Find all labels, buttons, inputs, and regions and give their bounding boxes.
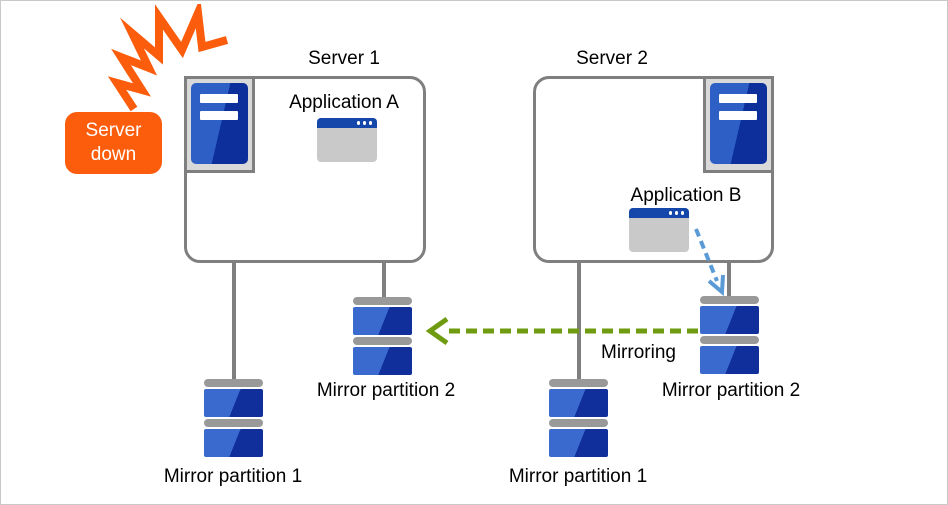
disk-cap bbox=[353, 337, 412, 345]
server1-tower-icon bbox=[184, 76, 255, 173]
disk-block bbox=[700, 306, 759, 334]
server-down-line2: down bbox=[90, 144, 137, 165]
tower-slot-bar bbox=[200, 94, 238, 103]
application-a-label: Application A bbox=[289, 92, 399, 113]
server2-mirror-partition1-label: Mirror partition 1 bbox=[508, 466, 648, 487]
disk-cap bbox=[549, 379, 608, 387]
disk-cap bbox=[353, 297, 412, 305]
disk-cap bbox=[204, 419, 263, 427]
disk-cap bbox=[204, 379, 263, 387]
disk-block bbox=[549, 389, 608, 417]
window-dot-icon bbox=[356, 121, 360, 125]
tower-slot-bar bbox=[719, 111, 757, 120]
server1-title: Server 1 bbox=[308, 48, 380, 69]
application-b-label: Application B bbox=[630, 185, 742, 206]
disk-block bbox=[549, 429, 608, 457]
app-write-arrowhead-icon bbox=[707, 274, 725, 297]
tower-slot-bar bbox=[719, 94, 757, 103]
disk-block bbox=[353, 347, 412, 375]
server1-mirror-partition2-icon bbox=[353, 297, 412, 377]
window-dot-icon bbox=[674, 211, 678, 215]
mirroring-arrowhead-icon bbox=[425, 316, 449, 346]
window-titlebar bbox=[317, 118, 377, 128]
application-a-window-icon bbox=[317, 118, 377, 162]
server-tower-icon bbox=[710, 83, 767, 164]
server-tower-icon bbox=[191, 83, 248, 164]
tower-slot-bar bbox=[200, 111, 238, 120]
server2-title: Server 2 bbox=[576, 48, 648, 69]
window-titlebar bbox=[629, 208, 689, 218]
server1-mirror-partition1-label: Mirror partition 1 bbox=[163, 466, 303, 487]
mirroring-label: Mirroring bbox=[601, 342, 676, 363]
window-dot-icon bbox=[668, 211, 672, 215]
disk-block bbox=[700, 346, 759, 374]
crash-flash-icon bbox=[107, 4, 229, 112]
app-write-arrow bbox=[694, 228, 719, 282]
server1-mirror-partition1-icon bbox=[204, 379, 263, 459]
disk-cap bbox=[700, 336, 759, 344]
disk-block bbox=[204, 389, 263, 417]
window-dot-icon bbox=[362, 121, 366, 125]
disk-block bbox=[353, 307, 412, 335]
disk-cap bbox=[549, 419, 608, 427]
disk-block bbox=[204, 429, 263, 457]
server2-mirror-partition2-label: Mirror partition 2 bbox=[661, 380, 801, 401]
window-dot-icon bbox=[680, 211, 684, 215]
window-dot-icon bbox=[368, 121, 372, 125]
server2-mirror-partition1-icon bbox=[549, 379, 608, 459]
server2-tower-icon bbox=[703, 76, 774, 173]
server-down-line1: Server bbox=[85, 120, 142, 141]
server2-mirror-partition2-icon bbox=[700, 296, 759, 376]
server-down-badge: Server down bbox=[65, 112, 162, 174]
disk-cap bbox=[700, 296, 759, 304]
application-b-window-icon bbox=[629, 208, 689, 252]
server1-mirror-partition2-label: Mirror partition 2 bbox=[316, 380, 456, 401]
